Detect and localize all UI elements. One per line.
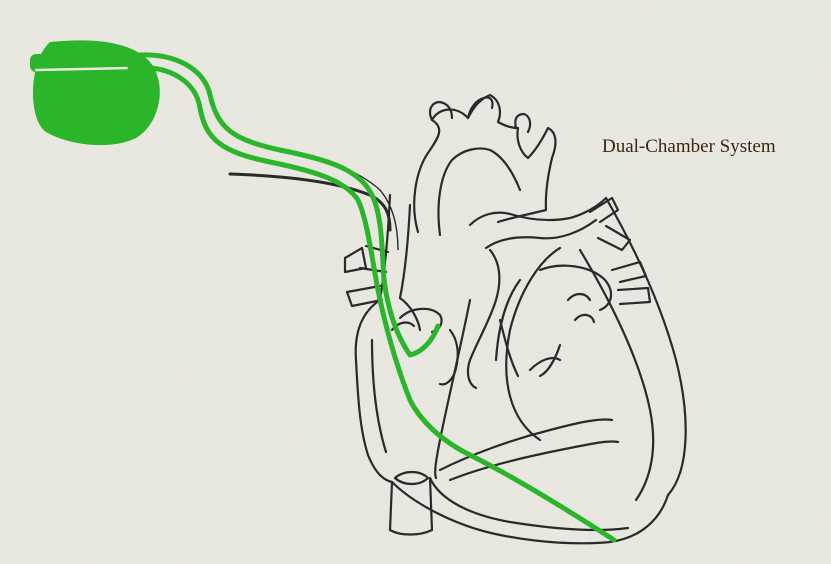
diagram-caption: Dual-Chamber System	[602, 136, 776, 157]
